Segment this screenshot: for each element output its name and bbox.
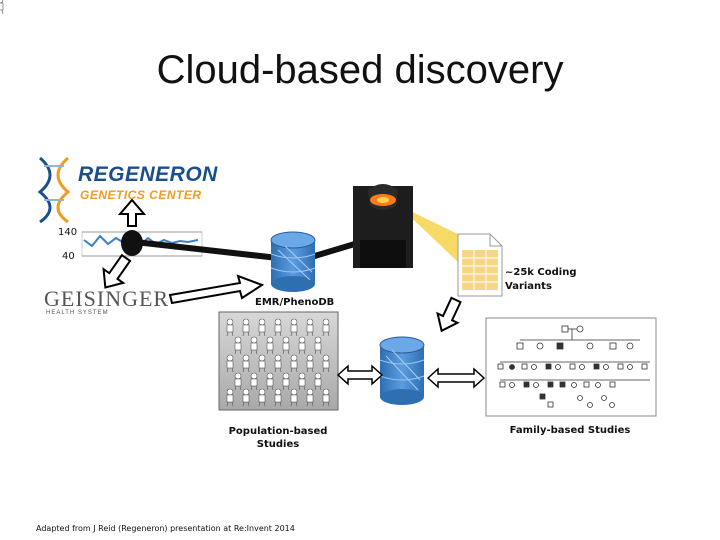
study-database-icon (379, 336, 425, 405)
footer-citation: Adapted from J Reid (Regeneron) presenta… (36, 524, 295, 533)
family-label: Family-based Studies (509, 425, 631, 436)
arrow-up-icon (117, 198, 147, 227)
arrow-doc-down-icon (436, 296, 462, 333)
population-figures (0, 0, 330, 407)
arrow-pop-db-icon (336, 364, 384, 386)
arrow-down-left-icon (102, 253, 132, 289)
variants-label-line1: ~25k Coding (505, 267, 577, 278)
emr-database-icon (270, 231, 316, 292)
slide-title: Cloud-based discovery (156, 48, 564, 92)
variants-document-icon (457, 233, 503, 297)
gauge-lower-value: 40 (62, 251, 75, 262)
beam (398, 205, 470, 262)
regeneron-helix-icon (37, 156, 71, 224)
arrow-db-family-icon (426, 367, 486, 389)
pedigree-chart (497, 325, 650, 408)
variants-label-line2: Variants (505, 281, 552, 292)
gauge-upper-value: 140 (58, 227, 78, 238)
geisinger-logo-text: GEISINGER (44, 286, 170, 311)
arrow-geisinger-emr-icon (168, 274, 265, 305)
population-label-line2: Studies (256, 439, 300, 450)
link-gauge-db (134, 239, 279, 261)
emr-label: EMR/PhenoDB (255, 297, 335, 308)
tower-icon (353, 184, 413, 268)
gauge-node (121, 230, 143, 256)
regeneron-subtitle: GENETICS CENTER (80, 188, 202, 202)
regeneron-logo-text: REGENERON (78, 163, 218, 186)
population-label-line1: Population-based (228, 426, 328, 437)
geisinger-subtitle: HEALTH SYSTEM (46, 310, 109, 316)
